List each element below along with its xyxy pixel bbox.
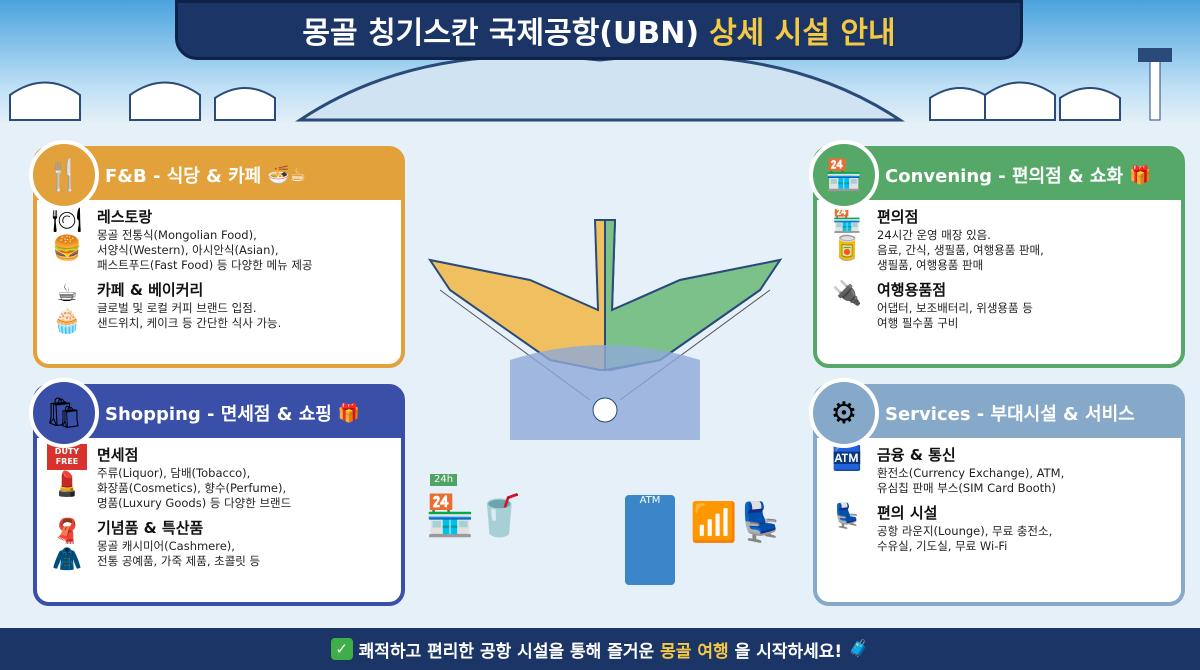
duty-free-bag-icon: DUTY FREE xyxy=(47,444,87,470)
item-heading: 편의 시설 xyxy=(877,504,938,522)
checkmark-icon: ✓ xyxy=(330,638,353,660)
shopping-bag-icon: 🛍 xyxy=(29,378,99,448)
gift-icon: 🎁 xyxy=(1129,164,1152,186)
seating-wifi-illustration: 📶💺 xyxy=(690,500,785,544)
item-heading: 레스토랑 xyxy=(97,208,153,226)
plate-icon: 🍽 xyxy=(51,206,83,234)
terminal-core xyxy=(510,345,700,440)
panel-title: Convening - 편의점 & 쇼화 xyxy=(885,166,1124,187)
item-text: 24시간 운영 매장 있음. 음료, 간식, 생필품, 여행용품 판매, 생필품… xyxy=(877,228,1044,272)
title-main: 몽골 칭기스칸 국제공항(UBN) xyxy=(302,16,700,51)
item-text: 어댑터, 보조배터리, 위생용품 등 여행 필수품 구비 xyxy=(877,301,1033,330)
atm-illustration: ATM xyxy=(625,495,675,585)
footer-highlight: 몽골 여행 xyxy=(660,641,729,662)
item-heading: 편의점 xyxy=(877,208,919,226)
footer-text-end: 을 시작하세요! xyxy=(734,641,843,662)
panel-title: F&B - 식당 & 카페 xyxy=(105,166,262,187)
store-drink-icon: 🏪 xyxy=(832,206,862,234)
item-heading: 기념품 & 특산품 xyxy=(97,519,204,537)
store-24h-label: 24h xyxy=(430,474,458,486)
gear-wifi-dollar-icon: ⚙ xyxy=(809,378,879,448)
item-text: 글로벌 및 로컬 커피 브랜드 입점. 샌드위치, 케이크 등 간단한 식사 가… xyxy=(97,301,282,330)
item-heading: 금융 & 통신 xyxy=(877,446,956,464)
page-title: 몽골 칭기스칸 국제공항(UBN) 상세 시설 안내 xyxy=(175,0,1023,60)
title-highlight: 상세 시설 안내 xyxy=(709,16,896,51)
coffee-croissant-icon: ☕ xyxy=(56,279,78,307)
terminal-skyline-illustration xyxy=(9,48,1172,122)
atm-label: ATM xyxy=(639,495,661,506)
item-heading: 여행용품점 xyxy=(877,281,947,299)
panel-title: Shopping - 면세점 & 쇼핑 xyxy=(105,404,332,425)
lounge-charger-icon: 💺 xyxy=(832,502,862,530)
atm-sim-icon: 🏧 xyxy=(832,444,862,472)
item-text: 몽골 전통식(Mongolian Food), 서양식(Western), 아시… xyxy=(97,228,313,272)
item-heading: 면세점 xyxy=(97,446,139,464)
item-text: 몽골 캐시미어(Cashmere), 전통 공예품, 가죽 제품, 초콜릿 등 xyxy=(97,539,261,568)
item-text: 주류(Liquor), 담배(Tobacco), 화장품(Cosmetics),… xyxy=(97,466,292,510)
convenience-store-illustration: 🏪🥤 xyxy=(425,493,525,539)
item-text: 환전소(Currency Exchange), ATM, 유심칩 판매 부스(S… xyxy=(877,466,1065,495)
adapter-pillow-icon: 🔌 xyxy=(832,279,862,307)
luggage-plane-icon: 🧳 xyxy=(848,639,870,659)
item-heading: 카페 & 베이커리 xyxy=(97,281,204,299)
cutlery-icon: 🍴 xyxy=(29,140,99,210)
cosmetics-icon: 💄 xyxy=(52,470,82,498)
cupcake-icon: 🧁 xyxy=(52,307,82,335)
scarf-yurt-icon: 🧣 xyxy=(52,517,82,545)
gift-icon: 🎁 xyxy=(337,402,361,424)
panel-title: Services - 부대시설 & 서비스 xyxy=(885,404,1135,425)
store-icon: 🏪 xyxy=(809,140,879,210)
item-text: 공항 라운지(Lounge), 무료 충전소, 수유실, 기도실, 무료 Wi-… xyxy=(877,524,1053,553)
cardigan-icon: 🧥 xyxy=(52,545,82,573)
snack-icon: 🥫 xyxy=(832,234,862,262)
footer-text: 쾌적하고 편리한 공항 시설을 통해 즐거운 xyxy=(358,641,655,662)
terminal-map xyxy=(427,219,783,440)
burger-icon: 🍔 xyxy=(52,234,82,262)
noodle-coffee-icon: 🍜☕ xyxy=(267,164,306,186)
